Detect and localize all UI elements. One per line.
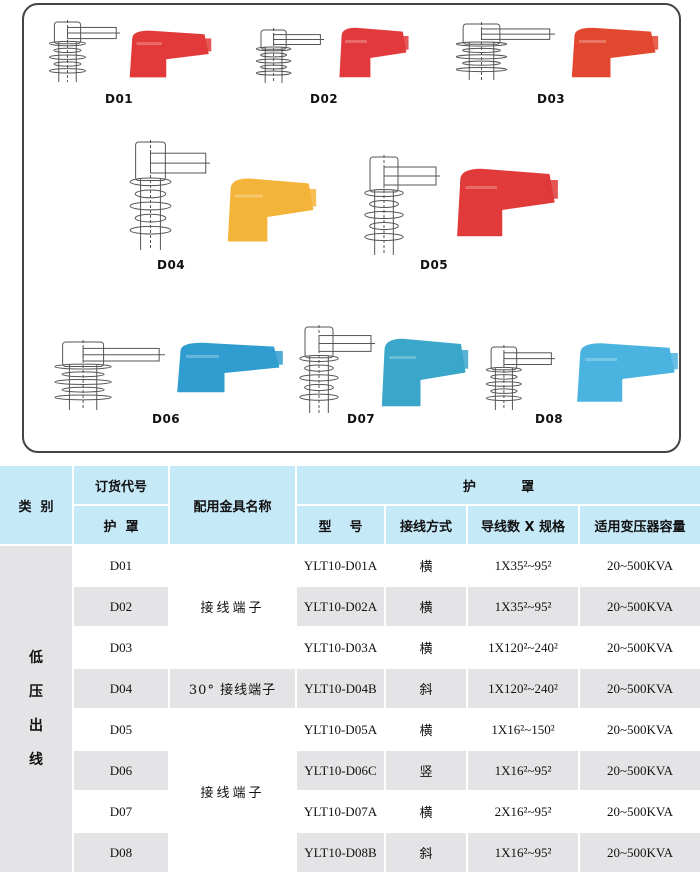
order-code-cell: D05 <box>109 721 133 737</box>
product-code-label: D06 <box>152 412 181 426</box>
header-capacity: 适用变压器容量 <box>580 506 700 544</box>
capacity-cell: 20~500KVA <box>580 669 700 708</box>
capacity-cell: 20~500KVA <box>606 557 674 573</box>
order-code-cell: D01 <box>109 557 133 573</box>
fitting-drawing-icon <box>485 345 555 410</box>
model-cell: YLT10-D01A <box>303 557 378 573</box>
order-code-cell: D04 <box>74 669 168 708</box>
spec-cell: 1X120²~240² <box>488 639 558 655</box>
product-code-label: D04 <box>157 258 186 272</box>
wiring-cell: 斜 <box>386 833 466 872</box>
fitting-cell: 接线端子 <box>170 546 295 667</box>
protective-cover-image <box>129 30 212 78</box>
spec-cell: 2X16²~95² <box>494 803 552 819</box>
model-cell: YLT10-D05A <box>303 721 378 737</box>
spec-cell: 1X35²~95² <box>494 557 552 573</box>
protective-cover-image <box>381 338 469 407</box>
model-cell: YLT10-D04B <box>297 669 384 708</box>
table-row: D07 YLT10-D07A 横 2X16²~95² 20~500KVA <box>0 792 700 831</box>
header-order-code-sub: 护 罩 <box>74 506 168 544</box>
wiring-cell: 横 <box>419 559 433 574</box>
spec-table: 类 别 订货代号 配用金具名称 护 罩 护 罩 型 号 接线方式 导线数 X 规… <box>0 464 700 874</box>
fitting-drawing-icon <box>54 340 165 410</box>
fitting-drawing-icon <box>299 325 375 413</box>
protective-cover-image <box>571 27 659 78</box>
table-row: D03 YLT10-D03A 横 1X120²~240² 20~500KVA <box>0 628 700 667</box>
model-cell: YLT10-D07A <box>303 803 378 819</box>
model-cell: YLT10-D03A <box>303 639 378 655</box>
product-code-label: D08 <box>535 412 564 426</box>
header-spec: 导线数 X 规格 <box>468 506 578 544</box>
spec-cell: 1X16²~95² <box>468 833 578 872</box>
spec-cell: 1X16²~150² <box>491 721 555 737</box>
order-code-cell: D03 <box>109 639 133 655</box>
wiring-cell: 斜 <box>386 669 466 708</box>
header-wiring: 接线方式 <box>386 506 466 544</box>
fitting-cell: 接线端子 <box>170 710 295 872</box>
fitting-cell: 30° 接线端子 <box>170 669 295 708</box>
product-code-label: D07 <box>347 412 376 426</box>
header-model: 型 号 <box>297 506 384 544</box>
capacity-cell: 20~500KVA <box>606 721 674 737</box>
wiring-cell: 横 <box>386 587 466 626</box>
fitting-drawing-icon <box>255 28 324 83</box>
protective-cover-image <box>177 342 283 393</box>
protective-cover-image <box>577 343 678 402</box>
header-category: 类 别 <box>0 466 72 544</box>
model-cell: YLT10-D08B <box>297 833 384 872</box>
fitting-drawing-icon <box>129 140 210 250</box>
fitting-drawing-icon <box>49 20 120 82</box>
order-code-cell: D06 <box>74 751 168 790</box>
capacity-cell: 20~500KVA <box>580 587 700 626</box>
capacity-cell: 20~500KVA <box>580 833 700 872</box>
protective-cover-image <box>339 27 409 78</box>
model-cell: YLT10-D06C <box>297 751 384 790</box>
wiring-cell: 横 <box>419 805 433 820</box>
category-cell: 低 压 出 线 <box>0 546 72 872</box>
capacity-cell: 20~500KVA <box>606 639 674 655</box>
capacity-cell: 20~500KVA <box>606 803 674 819</box>
wiring-cell: 竖 <box>386 751 466 790</box>
header-cover: 护 罩 <box>297 466 700 504</box>
spec-cell: 1X16²~95² <box>468 751 578 790</box>
product-code-label: D05 <box>420 258 449 272</box>
protective-cover-image <box>457 168 558 237</box>
fitting-drawing-icon <box>364 155 440 255</box>
capacity-cell: 20~500KVA <box>580 751 700 790</box>
order-code-cell: D02 <box>74 587 168 626</box>
protective-cover-image <box>227 178 317 242</box>
product-code-label: D01 <box>105 92 134 106</box>
header-fitting: 配用金具名称 <box>170 466 295 544</box>
header-order-code: 订货代号 <box>74 466 168 504</box>
product-code-label: D03 <box>537 92 566 106</box>
spec-cell: 1X120²~240² <box>468 669 578 708</box>
product-image-panel <box>22 3 681 453</box>
table-row: D05 接线端子 YLT10-D05A 横 1X16²~150² 20~500KVA <box>0 710 700 872</box>
order-code-cell: D07 <box>109 803 133 819</box>
product-code-label: D02 <box>310 92 339 106</box>
spec-cell: 1X35²~95² <box>468 587 578 626</box>
wiring-cell: 横 <box>419 641 433 656</box>
order-code-cell: D08 <box>74 833 168 872</box>
model-cell: YLT10-D02A <box>297 587 384 626</box>
fitting-drawing-icon <box>455 22 555 80</box>
wiring-cell: 横 <box>419 723 433 738</box>
